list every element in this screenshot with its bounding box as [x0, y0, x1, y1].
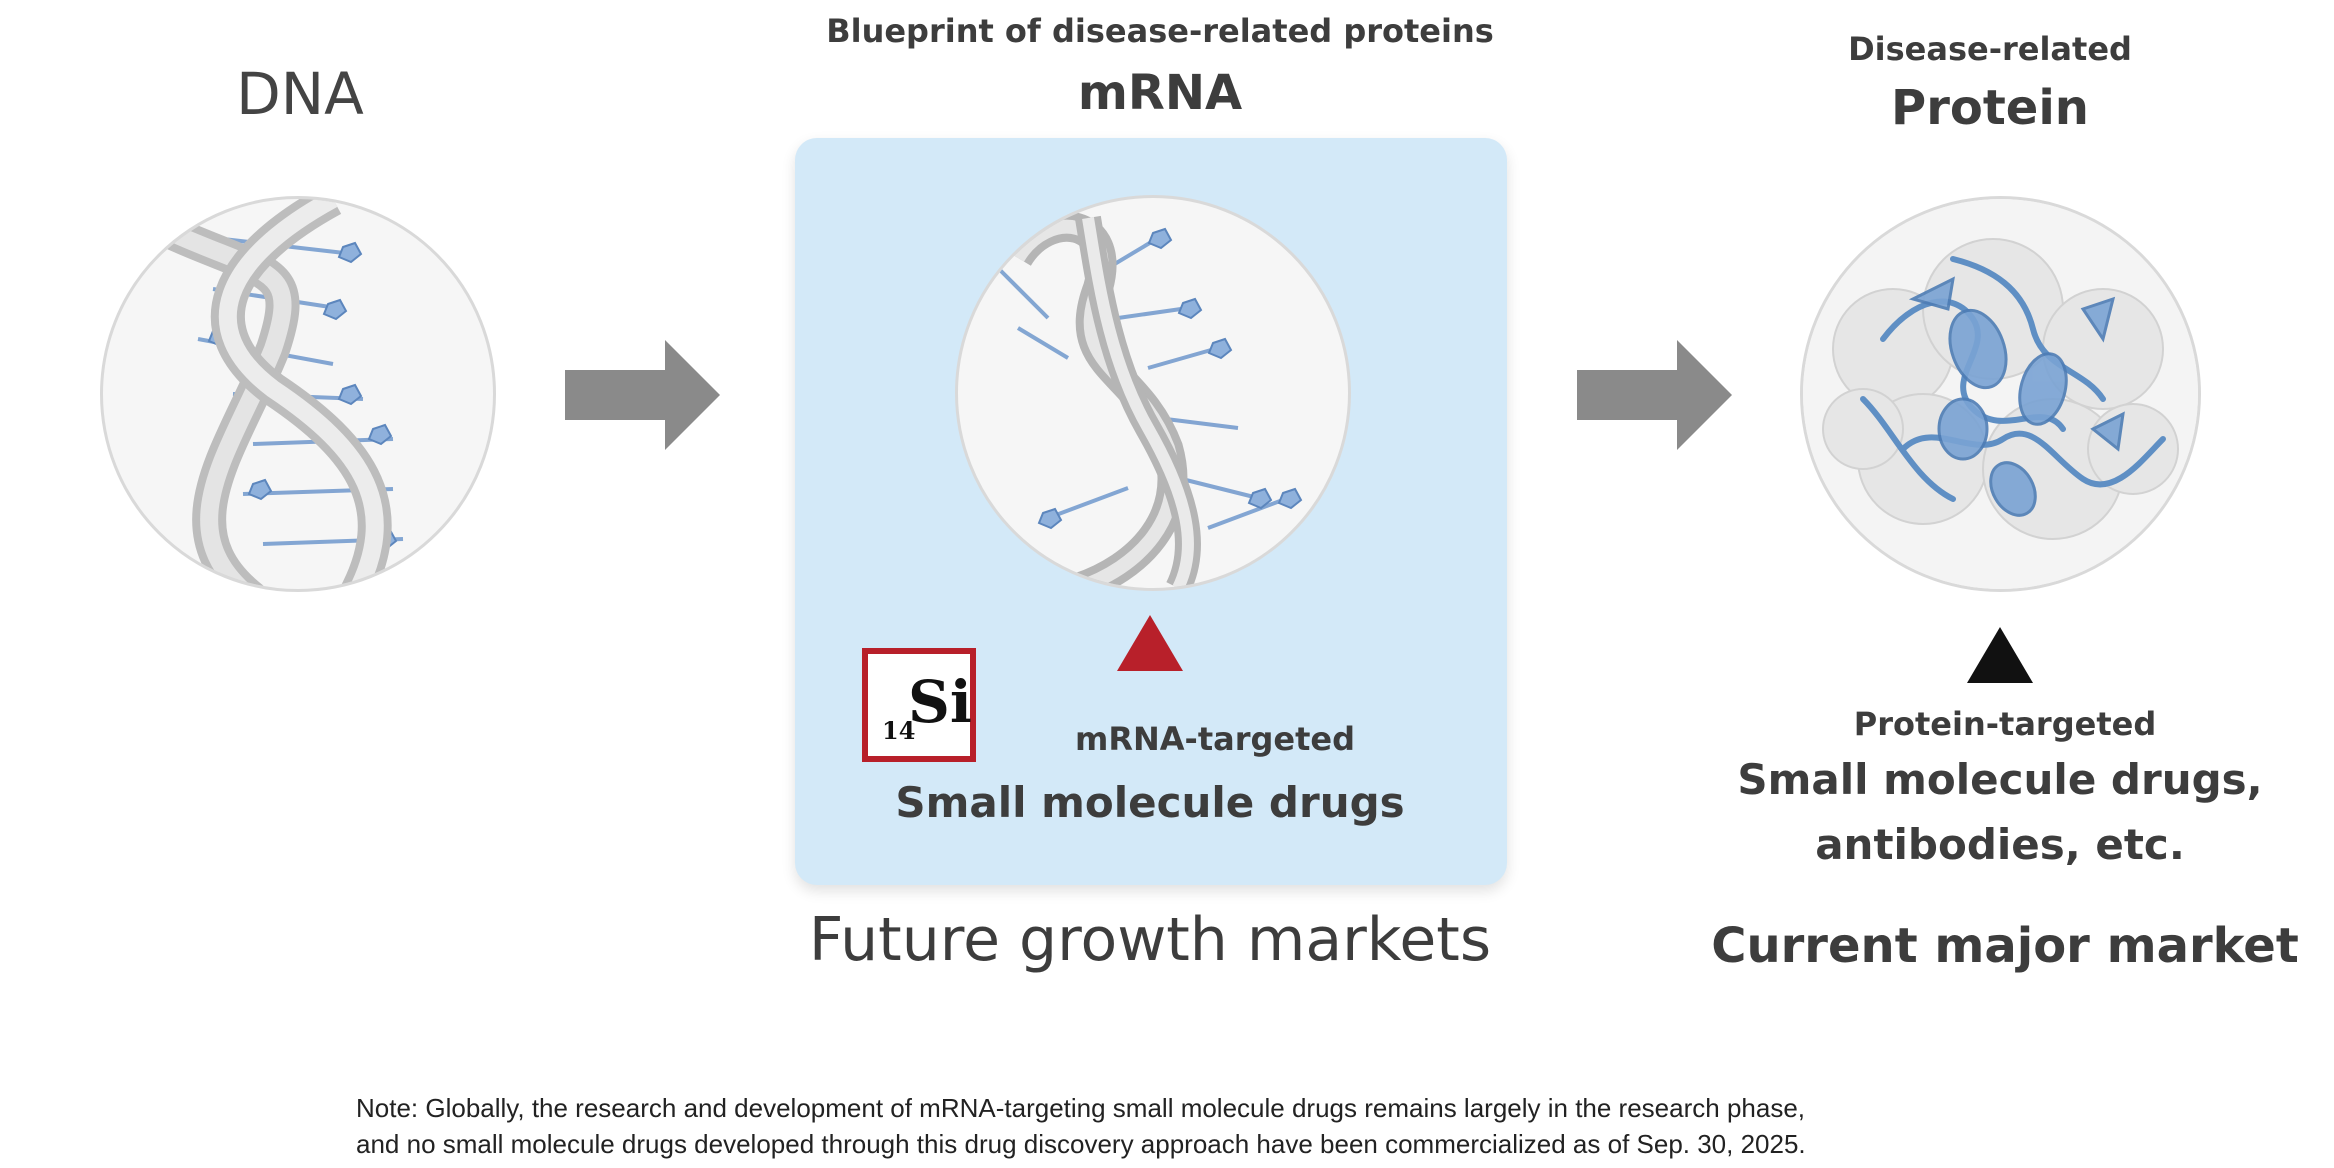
silicon-element-logo: 14 Si [862, 648, 976, 762]
protein-target-label: Protein-targeted [1853, 705, 2157, 743]
protein-subtitle: Disease-related [1848, 30, 2132, 68]
footnote-line2: and no small molecule drugs developed th… [356, 1129, 1806, 1159]
element-number: 14 [882, 716, 916, 745]
footnote: Note: Globally, the research and develop… [356, 1090, 2056, 1162]
mrna-target-label: mRNA-targeted [1075, 720, 1355, 758]
future-market-label: Future growth markets [808, 905, 1492, 975]
mrna-strand-icon [996, 211, 1303, 588]
mrna-illustration [955, 195, 1351, 591]
protein-structure-icon [1803, 199, 2198, 589]
protein-illustration [1800, 196, 2201, 592]
dna-helix-icon [135, 199, 404, 589]
protein-title: Protein [1891, 80, 2089, 136]
footnote-line1: Note: Globally, the research and develop… [356, 1093, 1806, 1123]
dna-title: DNA [236, 60, 364, 128]
current-market-label: Current major market [1711, 918, 2299, 974]
arrow-right-icon [565, 340, 720, 450]
mrna-title: mRNA [1077, 65, 1243, 121]
arrow-right-icon [1577, 340, 1732, 450]
mrna-subtitle: Blueprint of disease-related proteins [826, 12, 1494, 50]
triangle-up-red-icon [1117, 615, 1183, 675]
triangle-up-black-icon [1967, 627, 2033, 687]
dna-illustration [100, 196, 496, 592]
element-symbol: Si [908, 668, 972, 736]
protein-drug-label-line1: Small molecule drugs, [1737, 755, 2263, 804]
mrna-drug-label: Small molecule drugs [895, 778, 1405, 827]
protein-drug-label-line2: antibodies, etc. [1815, 820, 2185, 869]
